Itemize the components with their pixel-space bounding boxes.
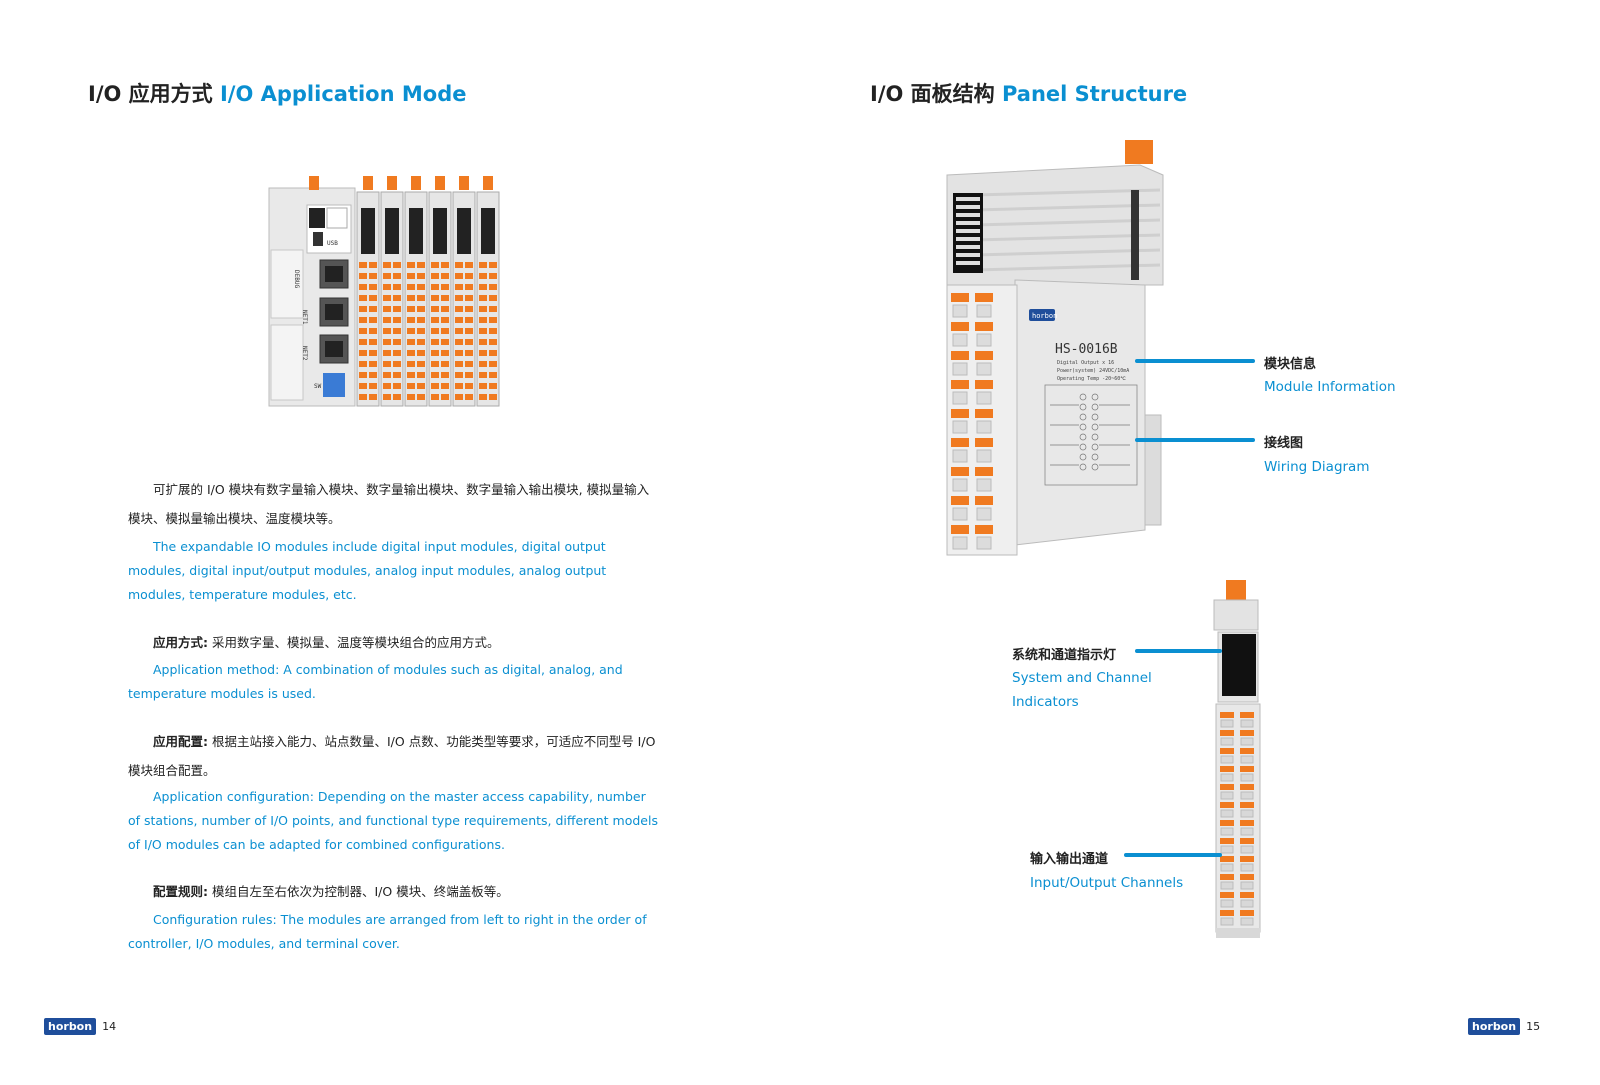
horbon-logo-right: horbon: [1468, 1018, 1521, 1035]
rules-label: 配置规则:: [153, 884, 208, 899]
left-page-title: I/O 应用方式 I/O Application Mode: [88, 78, 466, 108]
io-module-image: horbon HS-0016B Digital Output x 16 Powe…: [946, 140, 1164, 556]
indicators-label-en: System and Channel Indicators: [1012, 670, 1152, 710]
method-cn-paragraph: 应用方式: 采用数字量、模拟量、温度等模块组合的应用方式。: [153, 635, 500, 650]
io-module-side-image: [1213, 580, 1261, 938]
config-en-paragraph: Application configuration: Depending on …: [128, 789, 658, 852]
left-title-en: I/O Application Mode: [219, 82, 467, 106]
sw-label: SW: [314, 383, 322, 390]
intro-cn-paragraph: 可扩展的 I/O 模块有数字量输入模块、数字量输出模块、数字量输入输出模块, 模…: [128, 482, 650, 526]
right-title-en: Panel Structure: [1001, 82, 1188, 106]
io-channels-callout-line: [1124, 853, 1222, 857]
io-channels-label-cn: 输入输出通道: [1030, 852, 1109, 867]
module-spec-3: Operating Temp -20~60℃: [1057, 376, 1126, 382]
module-info-label-cn: 模块信息: [1264, 357, 1317, 372]
module-model-label: HS-0016B: [1055, 342, 1118, 357]
module-spec-1: Digital Output x 16: [1057, 360, 1114, 366]
right-footer: horbon 15: [1468, 1018, 1540, 1035]
usb-label: USB: [327, 240, 338, 247]
right-page-number: 15: [1526, 1020, 1541, 1033]
wiring-label-cn: 接线图: [1264, 436, 1304, 451]
rules-en-paragraph: Configuration rules: The modules are arr…: [128, 912, 647, 951]
wiring-label-en: Wiring Diagram: [1264, 459, 1370, 475]
controller-assembly-image: USB DEBUG NET1 NET2 SW: [268, 176, 500, 407]
io-channels-label-en: Input/Output Channels: [1030, 875, 1184, 891]
horbon-logo: horbon: [44, 1018, 97, 1035]
wiring-callout-line: [1135, 438, 1255, 442]
left-footer: horbon 14: [44, 1018, 116, 1035]
method-label: 应用方式:: [153, 635, 208, 650]
module-info-label-en: Module Information: [1264, 379, 1396, 395]
left-page-number: 14: [102, 1020, 117, 1033]
right-title-cn: I/O 面板结构: [870, 82, 995, 106]
config-label: 应用配置:: [153, 734, 208, 749]
left-title-cn: I/O 应用方式: [88, 82, 213, 106]
indicators-label-cn: 系统和通道指示灯: [1012, 648, 1117, 663]
indicators-callout-line: [1135, 649, 1222, 653]
right-page-title: I/O 面板结构 Panel Structure: [870, 78, 1187, 108]
module-brand-label: horbon: [1032, 312, 1057, 320]
net1-label: NET1: [301, 310, 308, 325]
module-info-callout-line: [1135, 359, 1255, 363]
config-cn-paragraph: 应用配置: 根据主站接入能力、站点数量、I/O 点数、功能类型等要求，可适应不同…: [128, 734, 656, 778]
intro-en-paragraph: The expandable IO modules include digita…: [128, 539, 607, 602]
debug-label: DEBUG: [293, 270, 300, 288]
rules-cn-paragraph: 配置规则: 模组自左至右依次为控制器、I/O 模块、终端盖板等。: [153, 884, 509, 899]
module-spec-2: Power(system) 24VDC/10mA: [1057, 368, 1129, 374]
net2-label: NET2: [301, 346, 308, 361]
method-en-paragraph: Application method: A combination of mod…: [128, 662, 623, 701]
